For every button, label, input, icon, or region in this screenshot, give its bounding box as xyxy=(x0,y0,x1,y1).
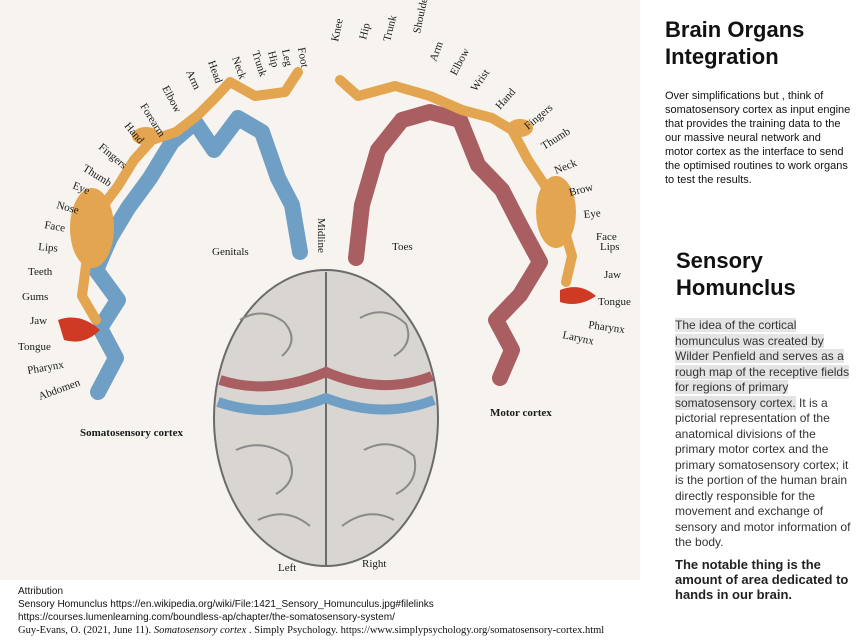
attribution-line-3: Guy-Evans, O. (2021, June 11). Somatosen… xyxy=(18,624,858,637)
sensory-label-elbow: Elbow xyxy=(159,84,183,115)
sensory-label-nose: Nose xyxy=(55,199,80,216)
attribution-author: Guy-Evans, O. (2021, June 11). xyxy=(18,625,154,636)
sensory-label-abdomen: Abdomen xyxy=(37,377,82,403)
motor-label-lips: Lips xyxy=(600,241,620,253)
sensory-label-fingers: Fingers xyxy=(96,141,129,171)
left-label: Left xyxy=(278,562,296,574)
motor-label-elbow: Elbow xyxy=(448,46,472,77)
sensory-label-hip: Hip xyxy=(265,50,281,70)
motor-label-tongue: Tongue xyxy=(598,296,631,308)
intro-text: Over simplifications but , think of soma… xyxy=(665,90,851,186)
sensory-label-arm: Arm xyxy=(183,68,203,92)
sensory-label-teeth: Teeth xyxy=(28,266,53,278)
brain-top-view xyxy=(213,269,439,567)
attribution-rest: . Simply Psychology. https://www.simplyp… xyxy=(246,625,605,636)
motor-label-pharynx: Pharynx xyxy=(588,319,626,336)
motor-label-hand: Hand xyxy=(493,86,518,112)
motor-label-thumb: Thumb xyxy=(539,125,573,152)
motor-label-jaw: Jaw xyxy=(604,269,621,281)
sensory-label-tongue: Tongue xyxy=(18,341,51,353)
sensory-label-head: Head xyxy=(205,59,224,85)
sensory-label-foot: Foot xyxy=(295,46,310,68)
sensory-label-face: Face xyxy=(43,219,66,234)
sensory-label-toes: Toes xyxy=(392,241,413,253)
sensory-hand xyxy=(132,127,160,145)
sensory-label-lips: Lips xyxy=(38,241,59,255)
motor-label-shoulder: Shoulder xyxy=(411,0,431,35)
page-title: Brain Organs Integration xyxy=(665,17,805,69)
sensory-label-genitals: Genitals xyxy=(212,246,249,258)
motor-face xyxy=(536,176,576,248)
motor-label-hip: Hip xyxy=(357,21,373,40)
motor-label-eye: Eye xyxy=(583,207,601,221)
section-title: Sensory Homunclus xyxy=(676,248,796,300)
sensory-label-leg: Leg xyxy=(279,48,294,68)
midline-label: Midline xyxy=(315,218,327,253)
motor-label-arm: Arm xyxy=(428,40,446,63)
motor-label-wrist: Wrist xyxy=(469,67,493,94)
motor-label-trunk: Trunk xyxy=(381,14,399,43)
attribution-line-1: Sensory Homunclus https://en.wikipedia.o… xyxy=(18,599,434,610)
motor-tongue xyxy=(560,287,596,304)
attribution: Attribution Sensory Homunclus https://en… xyxy=(18,585,858,637)
somatosensory-strip xyxy=(88,110,308,400)
attribution-heading: Attribution xyxy=(18,586,64,597)
sensory-label-jaw: Jaw xyxy=(30,315,47,327)
sensory-label-pharynx: Pharynx xyxy=(26,359,65,377)
motor-hand xyxy=(507,119,533,137)
motor-label-brow: Brow xyxy=(568,181,595,199)
motor-label-neck: Neck xyxy=(553,157,579,177)
description: The idea of the cortical homunculus was … xyxy=(675,318,857,551)
sensory-label-eye: Eye xyxy=(71,180,91,198)
sensory-face xyxy=(70,188,114,268)
sensory-label-neck: Neck xyxy=(229,55,248,81)
sensory-label-gums: Gums xyxy=(22,291,48,303)
motor-label-larynx: Larynx xyxy=(561,329,595,347)
motor-caption: Motor cortex xyxy=(490,407,552,419)
motor-label-knee: Knee xyxy=(329,17,346,42)
motor-strip xyxy=(348,104,548,386)
attribution-title: Somatosensory cortex xyxy=(153,625,247,636)
note-text: The notable thing is the amount of area … xyxy=(675,557,849,602)
right-label: Right xyxy=(362,558,386,570)
attribution-line-2: https://courses.lumenlearning.com/boundl… xyxy=(18,612,395,623)
description-rest: It is a pictorial representation of the … xyxy=(675,395,851,550)
sensory-tongue xyxy=(58,317,100,342)
motor-label-face: Face xyxy=(596,231,617,243)
motor-label-fingers: Fingers xyxy=(522,102,555,132)
somatosensory-caption: Somatosensory cortex xyxy=(80,427,183,439)
